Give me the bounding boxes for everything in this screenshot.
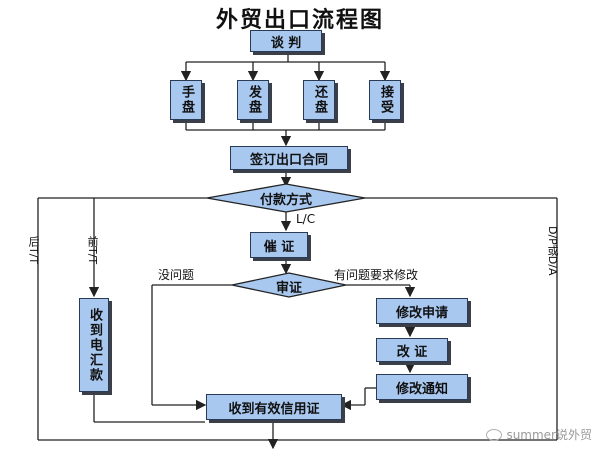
lc-label: L/C <box>296 212 316 226</box>
review-lc-diamond: 审证 <box>275 281 302 296</box>
sign-contract-box: 签订出口合同 <box>230 146 348 170</box>
problem-amend-label: 有问题要求修改 <box>334 268 419 282</box>
negotiation-box: 谈 判 <box>250 30 322 52</box>
acceptance-box: 接受 <box>369 80 401 120</box>
wechat-icon <box>486 428 503 441</box>
amend-notice-box: 修改通知 <box>376 374 468 400</box>
page-title: 外贸出口流程图 <box>215 8 384 33</box>
watermark-text: summer说外贸 <box>506 428 592 442</box>
watermark: summer说外贸 <box>486 426 592 443</box>
receive-tt-box: 收到电汇款 <box>79 298 109 392</box>
payment-method-diamond: 付款方式 <box>259 193 312 208</box>
counter-offer-label: 还盘 <box>312 85 327 115</box>
receive-valid-lc-box: 收到有效信用证 <box>206 394 342 420</box>
receive-tt-label: 收到电汇款 <box>87 307 102 383</box>
pre-tt-label: 前T/T <box>86 236 99 265</box>
trial-order-box: 手盘 <box>170 80 202 120</box>
post-tt-label: 后T/T <box>27 236 40 265</box>
offer-label: 发盘 <box>246 85 261 115</box>
acceptance-label: 接受 <box>378 85 393 115</box>
amend-lc-box: 改 证 <box>376 338 448 362</box>
amend-request-box: 修改申请 <box>376 298 468 324</box>
offer-box: 发盘 <box>237 80 269 120</box>
urge-lc-box: 催 证 <box>250 232 308 258</box>
counter-offer-box: 还盘 <box>303 80 335 120</box>
no-problem-label: 没问题 <box>158 268 195 282</box>
dp-da-label: D/P或D/A <box>546 226 559 276</box>
trial-order-label: 手盘 <box>179 85 194 115</box>
